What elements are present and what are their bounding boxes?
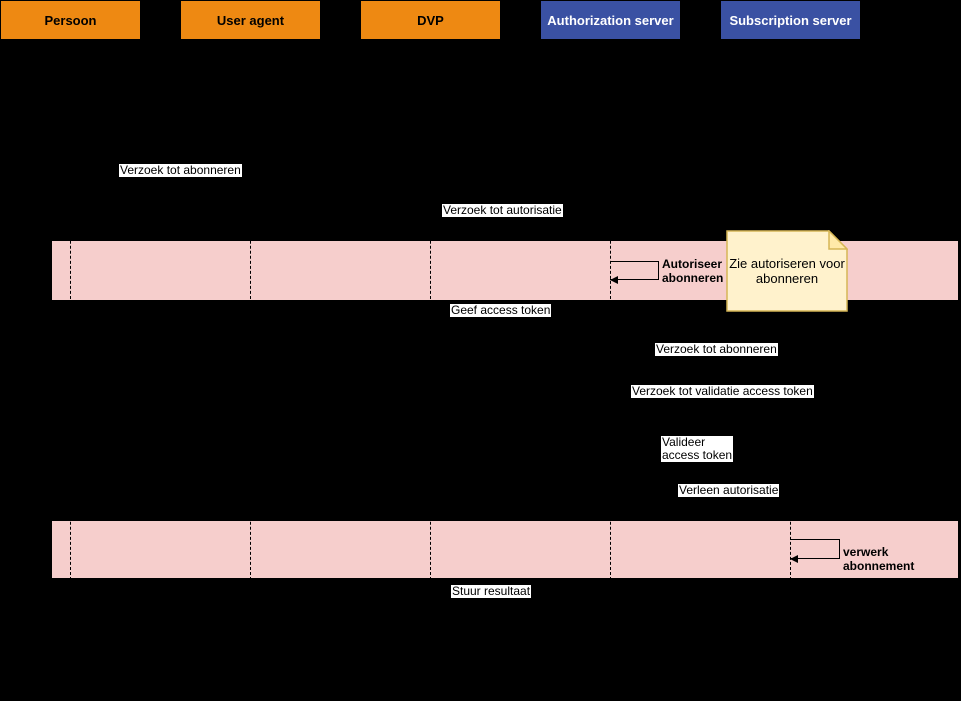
message-label-verzoek-tot-autorisatie: Verzoek tot autorisatie: [442, 203, 563, 217]
message-label-autoriseer-abonneren: Autoriseer abonneren: [662, 257, 724, 285]
message-label-verleen-autorisatie: Verleen autorisatie: [678, 483, 780, 497]
actor-persoon: Persoon: [1, 1, 140, 39]
self-message-arrow-autoriseer-abonneren: [610, 261, 659, 284]
actor-user-agent: User agent: [181, 1, 320, 39]
message-label-verwerk-abonnement: verwerk abonnement: [843, 545, 915, 573]
actor-authorization-server: Authorization server: [541, 1, 680, 39]
note-zie-autoriseren-voor-abonneren: Zie autoriseren voor abonneren: [726, 230, 848, 312]
message-label-verzoek-tot-abonneren-1: Verzoek tot abonneren: [119, 163, 242, 177]
message-label-geef-access-token: Geef access token: [450, 303, 552, 317]
actor-label: Authorization server: [547, 12, 674, 28]
message-label-stuur-resultaat: Stuur resultaat: [451, 584, 532, 598]
arrowhead-left-icon: [610, 276, 618, 284]
note-text: Zie autoriseren voor abonneren: [729, 256, 845, 286]
actor-dvp: DVP: [361, 1, 500, 39]
lifeline-user-agent: [250, 40, 251, 585]
lifeline-authorization-server: [610, 40, 611, 585]
actor-label: Subscription server: [729, 12, 852, 28]
lifeline-persoon: [70, 40, 71, 585]
note-shape-icon: [726, 230, 848, 312]
activation-band-bottom: [51, 520, 959, 579]
arrowhead-left-icon: [790, 555, 798, 563]
actor-label: Persoon: [44, 12, 97, 28]
actor-label: DVP: [417, 12, 444, 28]
message-label-verzoek-tot-validatie-access-token: Verzoek tot validatie access token: [631, 384, 814, 398]
message-label-verzoek-tot-abonneren-2: Verzoek tot abonneren: [655, 342, 778, 356]
lifeline-subscription-server: [790, 40, 791, 585]
lifeline-dvp: [430, 40, 431, 585]
actor-subscription-server: Subscription server: [721, 1, 860, 39]
message-label-valideer-access-token: Valideer access token: [661, 435, 734, 462]
self-message-arrow-verwerk-abonnement: [790, 539, 840, 563]
actor-label: User agent: [216, 12, 285, 28]
